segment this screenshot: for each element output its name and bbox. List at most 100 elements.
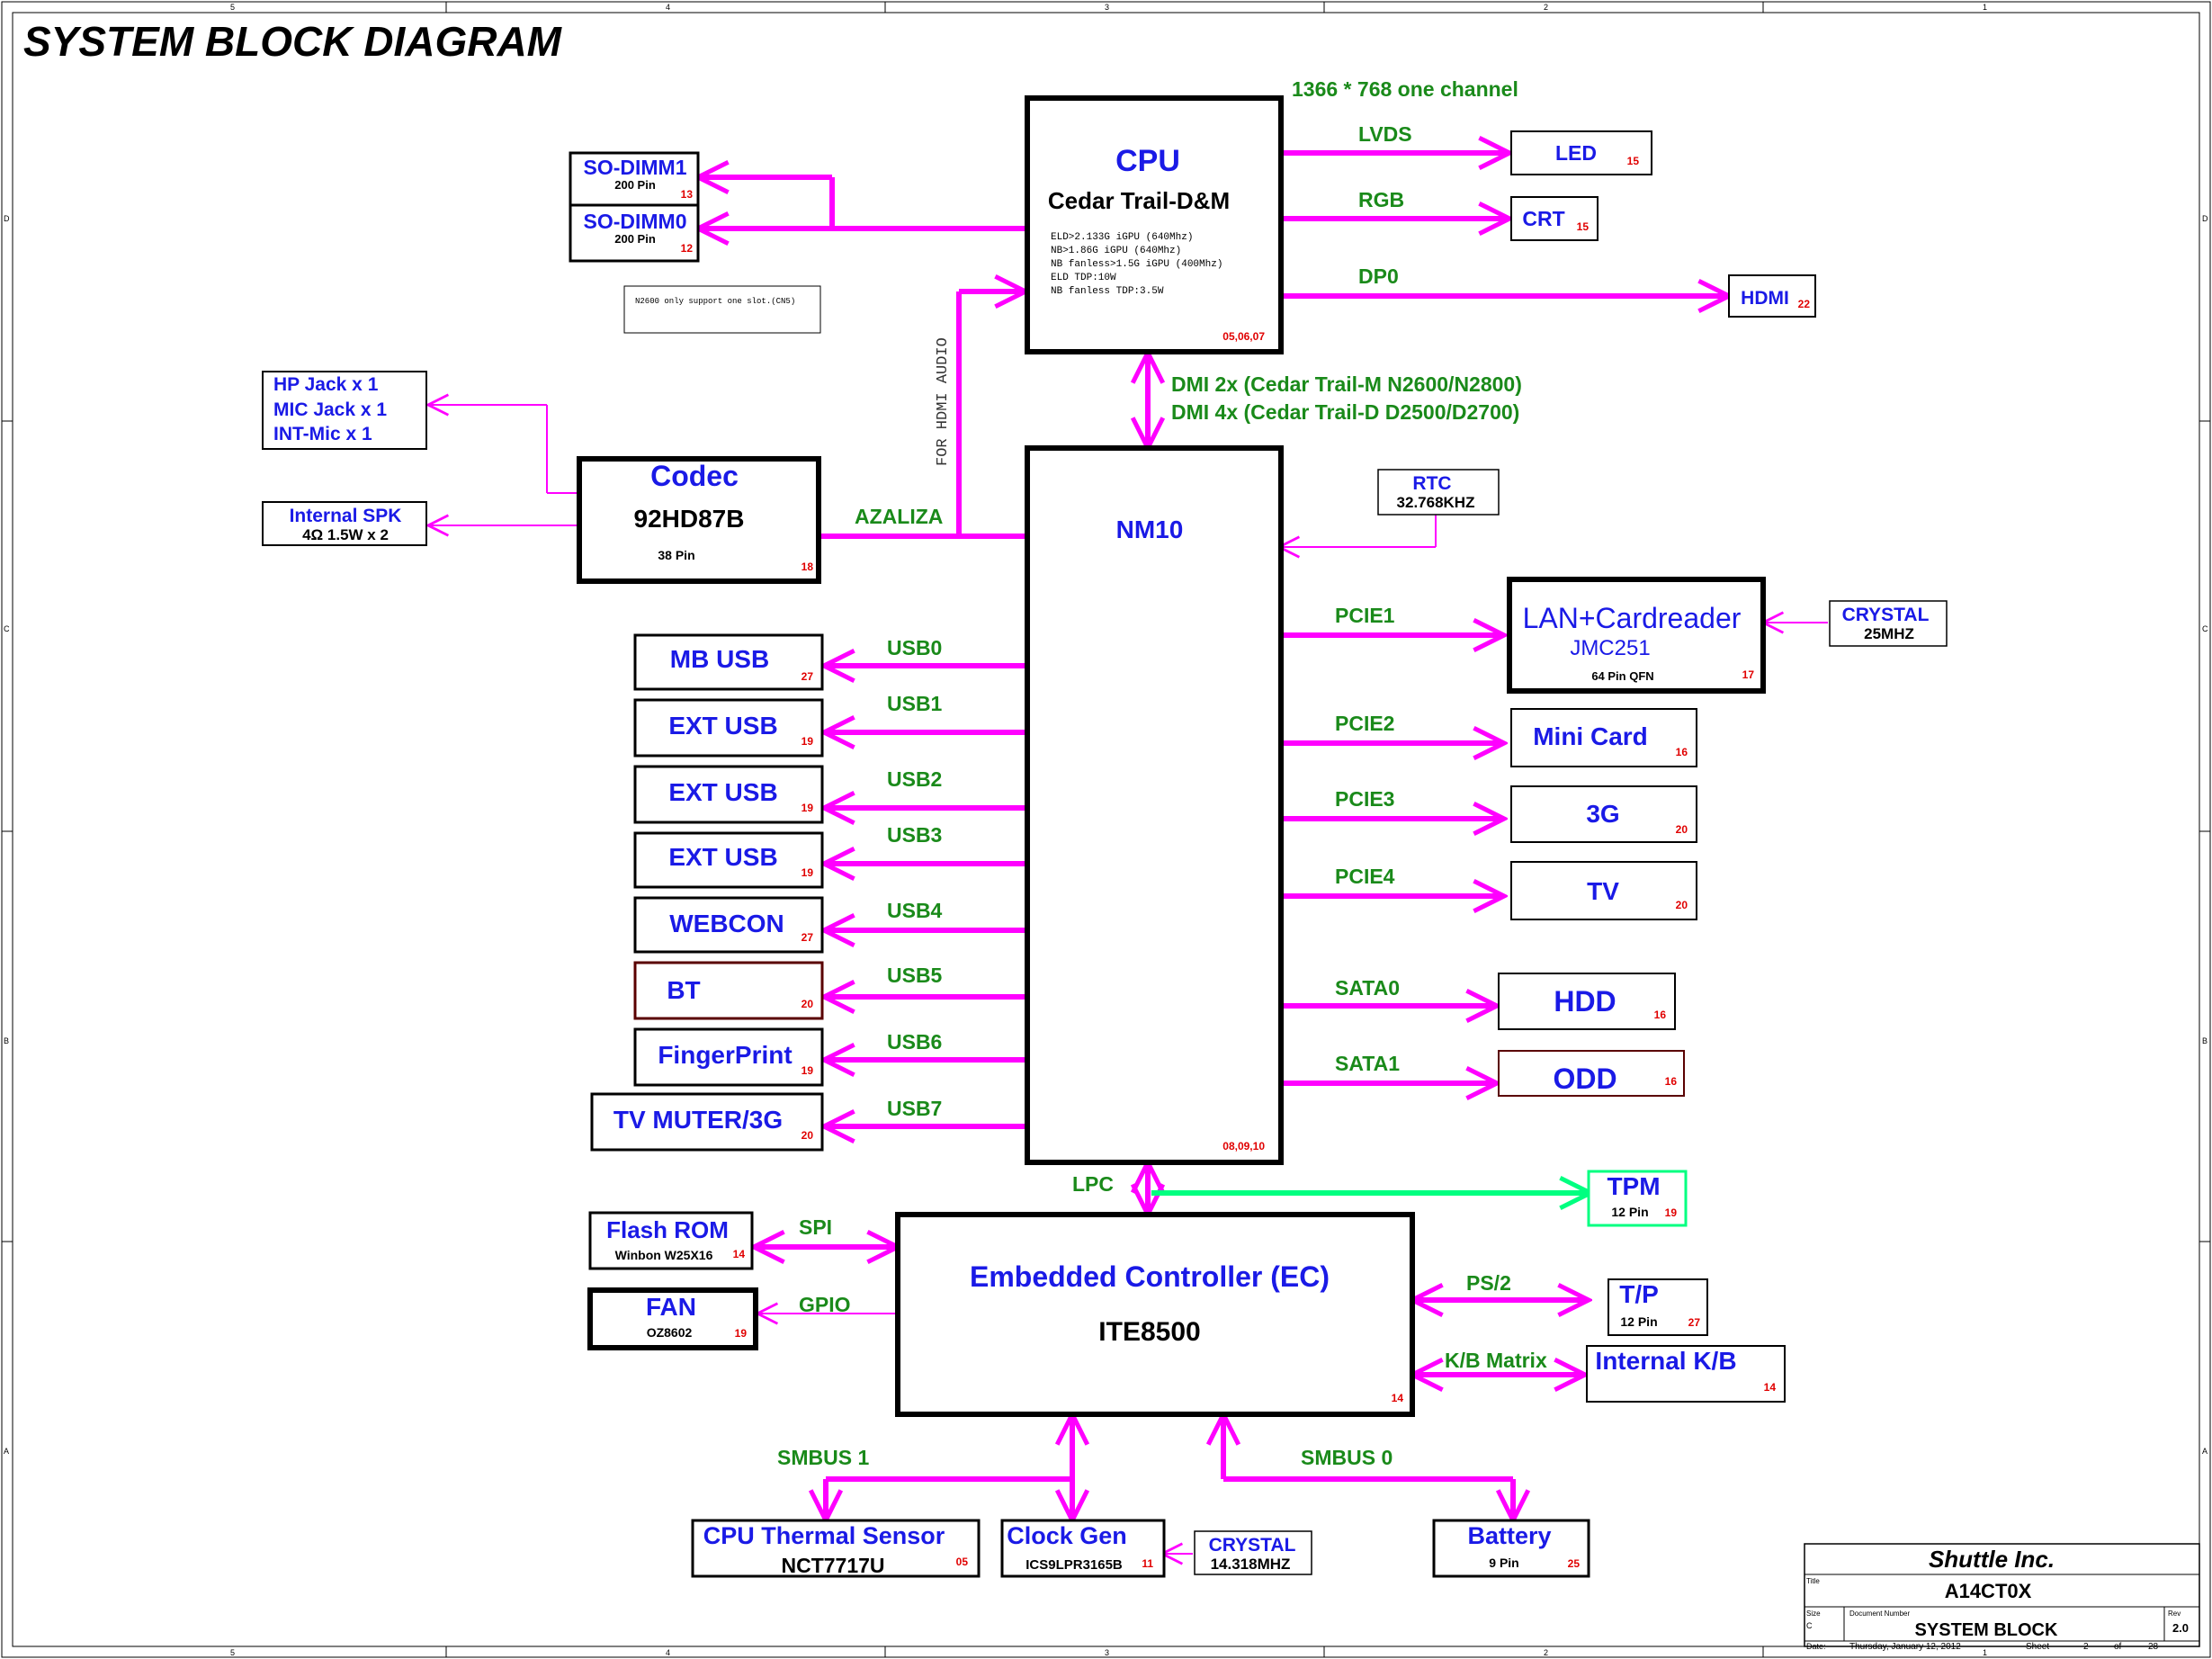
date-label: Date: [1806,1642,1826,1651]
hdd-title: HDD [1554,985,1616,1018]
usb-device-page-ref: 19 [802,802,814,814]
cpu-model: Cedar Trail-D&M [1048,187,1230,214]
usb-device-name: WEBCON [669,910,784,937]
usb-device-name: BT [667,976,700,1004]
border-row-label: B [2202,1036,2208,1045]
pcie2-label: PCIE2 [1335,712,1394,735]
border-col-label: 4 [666,3,670,12]
cpu-spec: NB fanless TDP:3.5W [1051,286,1164,297]
doc-title: A14CT0X [1945,1580,2032,1602]
usb-device-page-ref: 19 [802,1064,814,1077]
usb-device-name: EXT USB [668,712,777,740]
border-col-label: 3 [1105,3,1109,12]
so-dimm1-title: SO-DIMM1 [584,156,687,179]
usb-device-page-ref: 27 [802,670,814,683]
so-dimm1-page-ref: 13 [681,188,694,201]
usb-device-page-ref: 19 [802,866,814,879]
usb5-label: USB5 [887,964,943,987]
tp-title: T/P [1619,1280,1659,1308]
nm10-title: NM10 [1116,516,1184,543]
clock-crystal-title: CRYSTAL [1209,1535,1296,1556]
border-col-label: 5 [230,3,235,12]
document-number-label: Document Number [1849,1610,1910,1618]
tpm-pins: 12 Pin [1611,1205,1648,1219]
odd-page-ref: 16 [1665,1075,1678,1088]
fan-title: FAN [646,1293,696,1321]
flash-rom-title: Flash ROM [606,1216,729,1243]
title-block: Shuttle Inc. Title A14CT0X Size C Docume… [1804,1543,2200,1652]
thermal-sensor-block: CPU Thermal Sensor NCT7717U 05 [691,1519,981,1578]
clock-gen-title: Clock Gen [1007,1522,1127,1549]
battery-block: Battery 9 Pin 25 [1432,1519,1590,1578]
smbus0-label: SMBUS 0 [1301,1446,1393,1469]
border-row-label: C [2202,624,2208,633]
led-title: LED [1555,141,1597,165]
odd-block: ODD 16 [1498,1050,1685,1097]
3g-title: 3G [1586,800,1619,828]
tv-block: TV 20 [1510,861,1697,920]
odd-title: ODD [1553,1063,1616,1095]
border-row-label: B [4,1036,9,1045]
usb6-label: USB6 [887,1030,942,1054]
flash-rom-page-ref: 14 [733,1248,746,1260]
border-row-label: A [2202,1447,2208,1456]
led-page-ref: 15 [1627,155,1640,167]
pcie1-label: PCIE1 [1335,604,1395,627]
lan-page-ref: 17 [1742,668,1755,681]
tpm-title: TPM [1607,1172,1660,1200]
battery-page-ref: 25 [1568,1557,1581,1570]
kb-matrix-label: K/B Matrix [1445,1349,1547,1372]
gpio-label: GPIO [799,1293,851,1316]
pcie4-label: PCIE4 [1335,865,1395,888]
ec-title: Embedded Controller (EC) [970,1260,1330,1293]
cpu-spec: ELD TDP:10W [1051,273,1116,283]
date-value: Thursday, January 12, 2012 [1849,1642,1961,1652]
dp0-label: DP0 [1358,265,1399,288]
battery-pins: 9 Pin [1489,1556,1518,1570]
usb-device-name: EXT USB [668,778,777,806]
so-dimm1-pins: 200 Pin [614,178,656,192]
tp-page-ref: 27 [1688,1316,1701,1329]
lan-crystal-block: CRYSTAL 25MHZ [1829,600,1948,647]
internal-spk-title: Internal SPK [290,506,402,526]
page-title: SYSTEM BLOCK DIAGRAM [23,18,563,65]
internal-kb-block: Internal K/B 14 [1586,1345,1786,1403]
fan-page-ref: 19 [735,1327,748,1340]
usb-device-page-ref: 20 [802,998,814,1010]
lpc-label: LPC [1072,1172,1114,1196]
tpm-block: TPM 12 Pin 19 [1587,1170,1688,1227]
usb-device-4: WEBCON 27 [633,896,824,954]
mini-card-page-ref: 16 [1676,746,1688,758]
mini-card-title: Mini Card [1533,722,1648,750]
cpu-spec: NB fanless>1.5G iGPU (400Mhz) [1051,259,1222,270]
usb2-label: USB2 [887,767,942,791]
border-row-label: D [2202,214,2208,223]
3g-block: 3G 20 [1510,785,1697,843]
usb-device-page-ref: 20 [802,1129,814,1142]
lan-crystal-freq: 25MHZ [1864,625,1914,642]
usb-device-0: MB USB 27 [633,633,824,691]
inner-border [12,12,2200,1647]
internal-spk-block: Internal SPK 4Ω 1.5W x 2 [262,501,427,546]
dmi-label-4x: DMI 4x (Cedar Trail-D D2500/D2700) [1171,400,1519,424]
hdmi-block: HDMI 22 [1728,274,1816,318]
tpm-page-ref: 19 [1665,1206,1678,1219]
bus-lines [698,153,1729,1520]
codec-block: Codec 92HD87B 38 Pin 18 [577,456,821,584]
internal-kb-page-ref: 14 [1764,1381,1777,1394]
crt-block: CRT 15 [1510,196,1599,241]
usb0-label: USB0 [887,636,942,659]
so-dimm1-block: SO-DIMM1 200 Pin 13 [569,151,700,207]
clock-crystal-block: CRYSTAL 14.318MHZ [1194,1530,1312,1575]
border-row-label: D [4,214,10,223]
tv-page-ref: 20 [1676,899,1688,911]
hp-jack: HP Jack x 1 [273,374,379,395]
dmi-label-2x: DMI 2x (Cedar Trail-M N2600/N2800) [1171,372,1522,396]
internal-kb-title: Internal K/B [1595,1347,1736,1375]
border-col-label: 5 [230,1648,235,1657]
3g-page-ref: 20 [1676,823,1688,836]
mic-jack: MIC Jack x 1 [273,399,387,420]
usb-device-name: EXT USB [668,843,777,871]
memory-note-text: N2600 only support one slot.(CN5) [635,297,795,306]
rev-value: 2.0 [2172,1621,2189,1635]
